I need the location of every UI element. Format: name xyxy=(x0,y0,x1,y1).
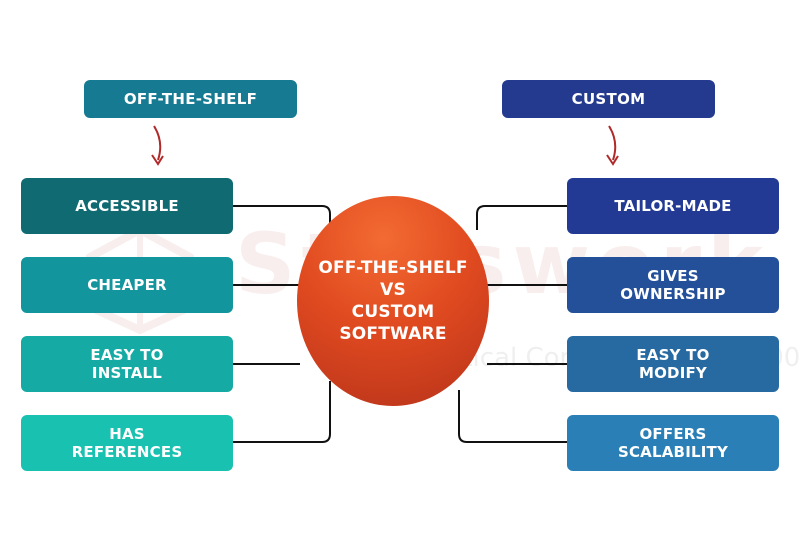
right-item-label: TAILOR-MADE xyxy=(614,197,732,215)
left-item-accessible: ACCESSIBLE xyxy=(21,178,233,234)
right-item-label: EASY TO MODIFY xyxy=(636,346,710,382)
off-the-shelf-header: OFF-THE-SHELF xyxy=(84,80,297,118)
left-item-has-references: HAS REFERENCES xyxy=(21,415,233,471)
curved-arrow-down-icon xyxy=(606,125,619,166)
left-item-cheaper: CHEAPER xyxy=(21,257,233,313)
custom-header: CUSTOM xyxy=(502,80,715,118)
center-title: OFF-THE-SHELF VS CUSTOM SOFTWARE xyxy=(318,258,468,344)
right-item-label: GIVES OWNERSHIP xyxy=(620,267,726,303)
right-item-tailor-made: TAILOR-MADE xyxy=(567,178,779,234)
right-connector-top xyxy=(476,205,567,230)
left-item-label: ACCESSIBLE xyxy=(75,197,179,215)
right-item-label: OFFERS SCALABILITY xyxy=(617,425,729,461)
right-connector-bottom xyxy=(458,390,567,443)
curved-arrow-down-icon xyxy=(151,125,164,166)
right-item-gives-ownership: GIVES OWNERSHIP xyxy=(567,257,779,313)
left-item-label: EASY TO INSTALL xyxy=(90,346,164,382)
right-item-offers-scalability: OFFERS SCALABILITY xyxy=(567,415,779,471)
left-item-easy-to-install: EASY TO INSTALL xyxy=(21,336,233,392)
right-item-easy-to-modify: EASY TO MODIFY xyxy=(567,336,779,392)
left-connector-top xyxy=(233,205,331,230)
left-item-label: HAS REFERENCES xyxy=(71,425,183,461)
left-item-label: CHEAPER xyxy=(87,276,167,294)
left-connector-bottom xyxy=(233,381,331,443)
center-comparison-circle: OFF-THE-SHELF VS CUSTOM SOFTWARE xyxy=(297,196,489,406)
